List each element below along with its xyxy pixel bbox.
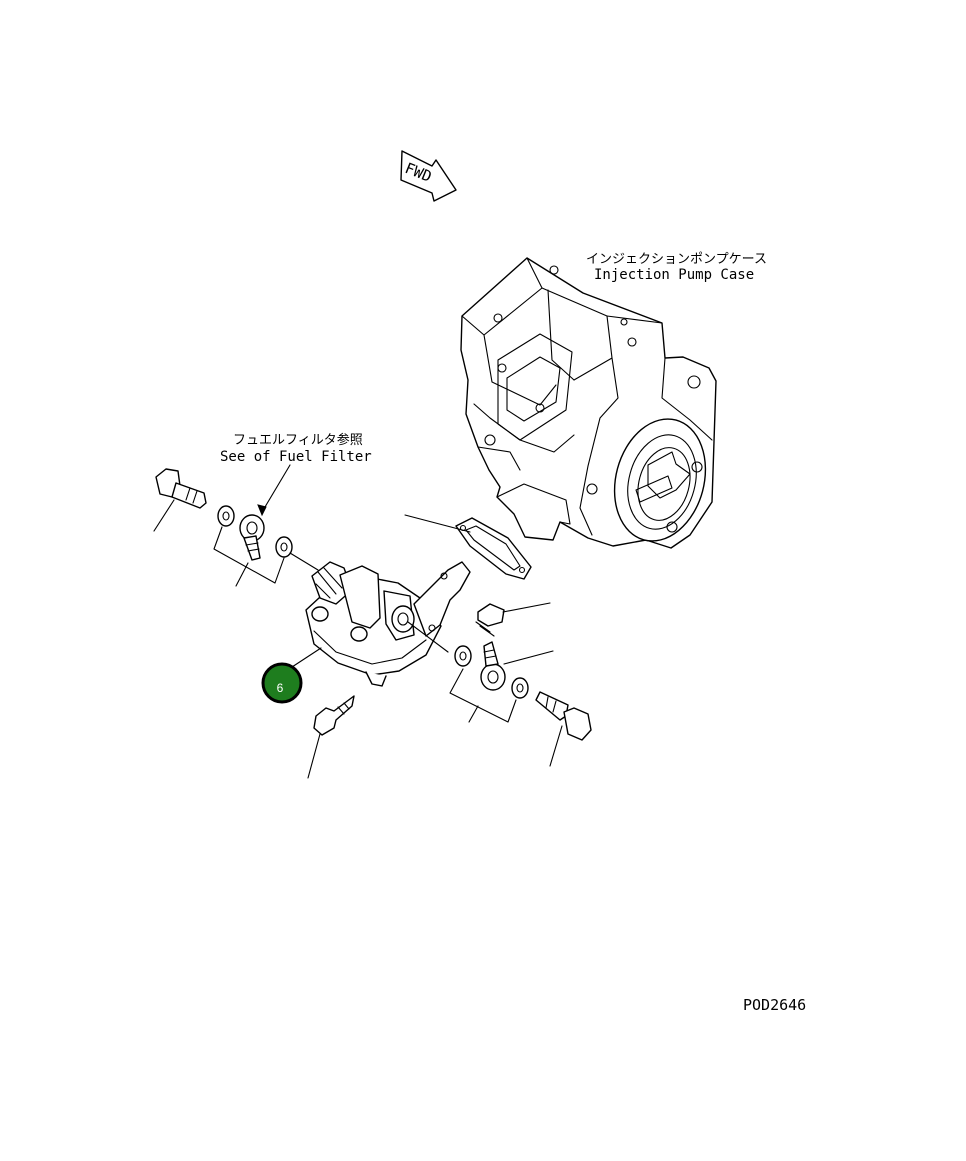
upper-eye-joint	[239, 514, 265, 561]
lower-eye-bolt	[535, 691, 592, 741]
case-label-jp: インジェクションポンプケース	[586, 252, 767, 267]
gasket	[455, 517, 532, 580]
lower-washer-1	[454, 645, 472, 667]
upper-washer-1	[217, 505, 235, 527]
lower-washer-2	[511, 677, 529, 699]
filter-note-en: See of Fuel Filter	[220, 449, 372, 465]
case-label-en: Injection Pump Case	[594, 267, 754, 283]
injection-pump-case	[460, 257, 717, 549]
feed-pump	[305, 561, 471, 687]
callout-number: 6	[277, 681, 284, 695]
lower-eye-joint	[480, 641, 506, 691]
upper-washer-2	[275, 536, 293, 558]
filter-note-jp: フュエルフィルタ参照	[233, 432, 363, 448]
fwd-arrow: FWD	[400, 150, 457, 202]
drawing-id: POD2646	[743, 996, 806, 1014]
mounting-bolt	[313, 695, 355, 736]
callout-marker-6[interactable]: 6	[261, 662, 303, 704]
spring-clip	[475, 603, 505, 637]
upper-eye-bolt	[155, 468, 207, 509]
